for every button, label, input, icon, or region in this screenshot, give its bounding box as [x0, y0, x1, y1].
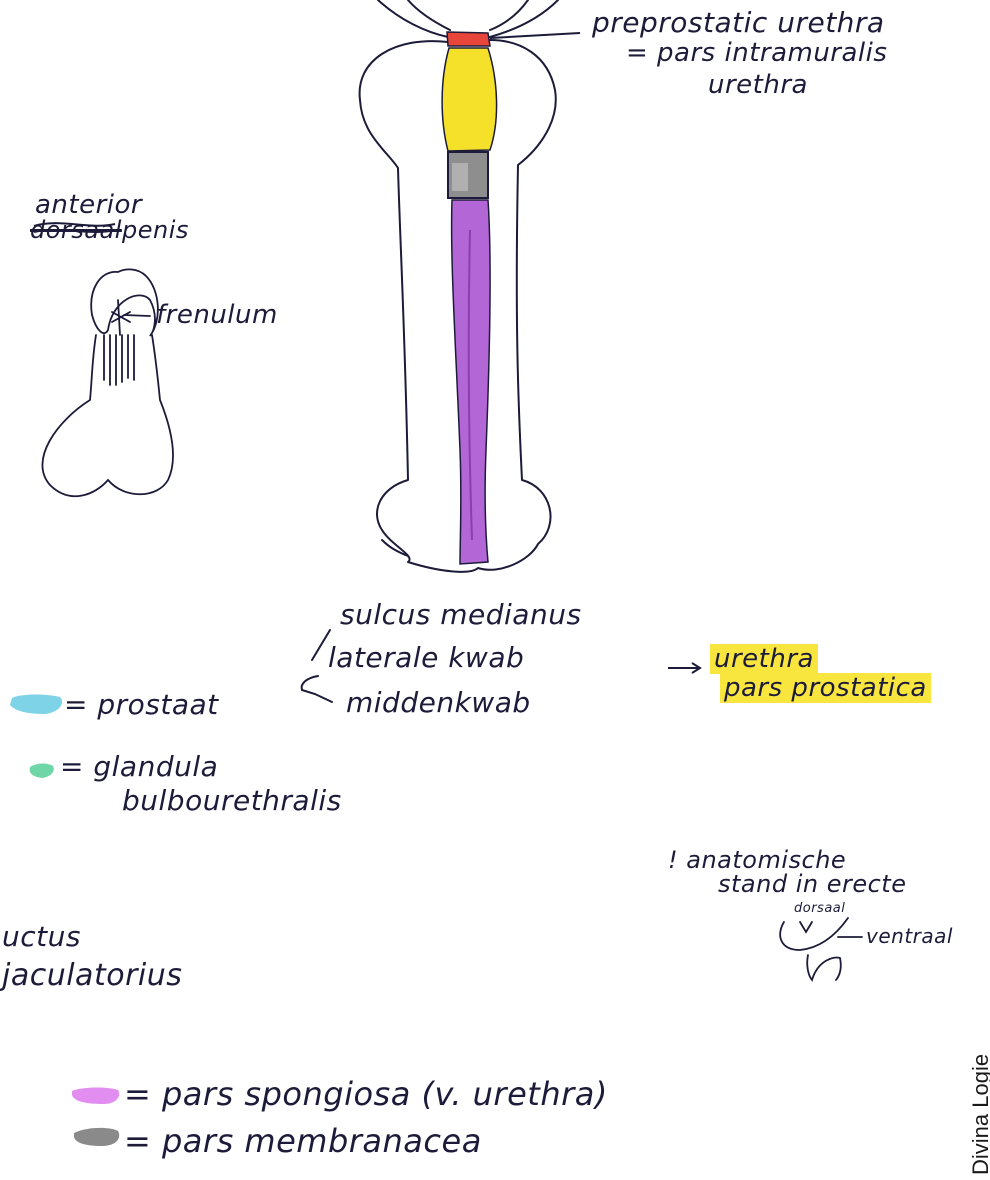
label-laterale-kwab: laterale kwab: [328, 643, 524, 672]
erect-position-sketch: [780, 918, 862, 980]
frenulum-leader: [124, 315, 150, 316]
erect-curve: [780, 918, 848, 950]
frenulum-center: [112, 300, 130, 335]
label-preprostatic-urethra: preprostatic urethra: [592, 8, 885, 37]
label-dorsaal-small: dorsaal: [794, 902, 845, 916]
arrow-to-urethra: [668, 663, 700, 673]
urethra-prostatic-segment: [442, 48, 496, 151]
label-penis: penis: [122, 218, 189, 243]
urethra-preprostatic-segment: [447, 32, 490, 46]
anterior-glans: [91, 269, 158, 336]
urethra-segments: [442, 32, 496, 564]
label-urethra-highlight: urethra: [710, 646, 818, 673]
swatch-glandula: [30, 764, 54, 779]
label-middenkwab: middenkwab: [346, 688, 531, 717]
anterior-penis-sketch: [42, 269, 173, 496]
dorsal-arrow: [800, 922, 812, 932]
anterior-shaft: [42, 335, 173, 496]
label-ventraal: ventraal: [866, 926, 953, 947]
label-pars-prostatica: pars prostatica: [720, 675, 931, 702]
frenulum-hatch: [104, 335, 134, 385]
membranous-highlight: [452, 163, 468, 191]
label-pars-membranacea: = pars membranacea: [124, 1125, 482, 1159]
label-dorsaal-struck: dorsaal: [30, 218, 122, 243]
label-pars-spongiosa: = pars spongiosa (v. urethra): [124, 1078, 608, 1112]
label-bulbourethralis: bulbourethralis: [122, 786, 342, 815]
watermark-text: Divina Logie: [968, 1054, 990, 1175]
swatch-membranacea: [74, 1128, 119, 1146]
label-ejaculatorius: jaculatorius: [2, 960, 182, 992]
swatch-spongiosa: [72, 1088, 119, 1105]
base-detail: [382, 540, 408, 556]
label-ductus: uctus: [2, 922, 81, 951]
label-sulcus-medianus: sulcus medianus: [340, 600, 582, 629]
swatch-prostaat: [10, 695, 62, 715]
label-stand-in-erecte: stand in erecte: [718, 872, 906, 897]
label-urethra-continuation: urethra: [708, 72, 808, 99]
label-pars-intramuralis: = pars intramuralis: [626, 40, 887, 67]
erect-base: [807, 955, 841, 980]
label-frenulum: frenulum: [156, 302, 278, 329]
label-glandula: = glandula: [60, 752, 218, 781]
label-prostaat: = prostaat: [64, 690, 219, 719]
